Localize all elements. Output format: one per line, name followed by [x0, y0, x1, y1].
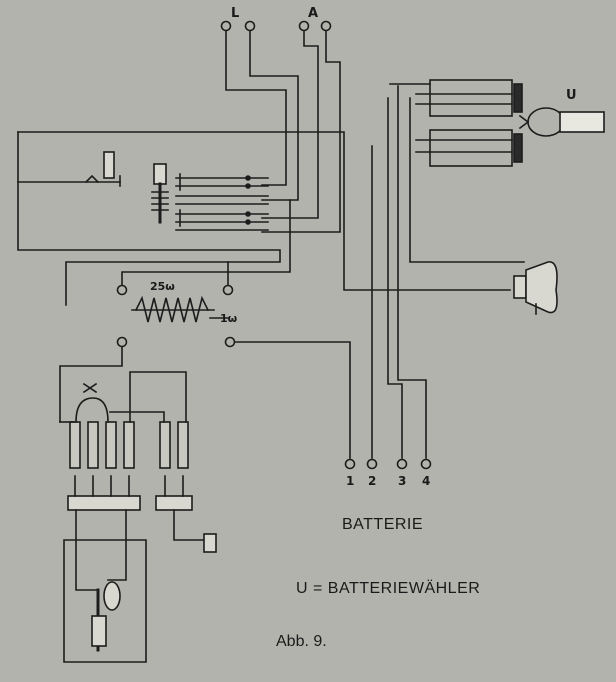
battery-tap-2: 2: [368, 474, 377, 488]
battery-tap-3: 3: [398, 474, 407, 488]
terminal-label-l: L: [231, 6, 240, 21]
terminal-label-a: A: [308, 6, 319, 21]
battery-terminals: [344, 458, 432, 470]
battery-selector: [371, 79, 605, 459]
resistor-small-label: 1ω: [220, 312, 238, 325]
line-wires: [225, 30, 341, 233]
battery-tap-1: 1: [346, 474, 355, 488]
figure-caption: Abb. 9.: [276, 633, 327, 650]
plugs-and-handset: [63, 475, 217, 663]
legend-text: U = BATTERIEWÄHLER: [296, 580, 481, 597]
battery-caption: BATTERIE: [342, 516, 424, 533]
resistor-main-label: 25ω: [150, 280, 175, 293]
receiver-bell: [513, 261, 558, 315]
hook-switch-loop: [17, 131, 511, 306]
jack-strip: [59, 371, 189, 469]
battery-tap-4: 4: [422, 474, 431, 488]
terminal-posts: [220, 20, 332, 32]
resistor: [59, 199, 351, 459]
motor-label: U: [566, 88, 577, 103]
switch-block: [151, 163, 269, 231]
